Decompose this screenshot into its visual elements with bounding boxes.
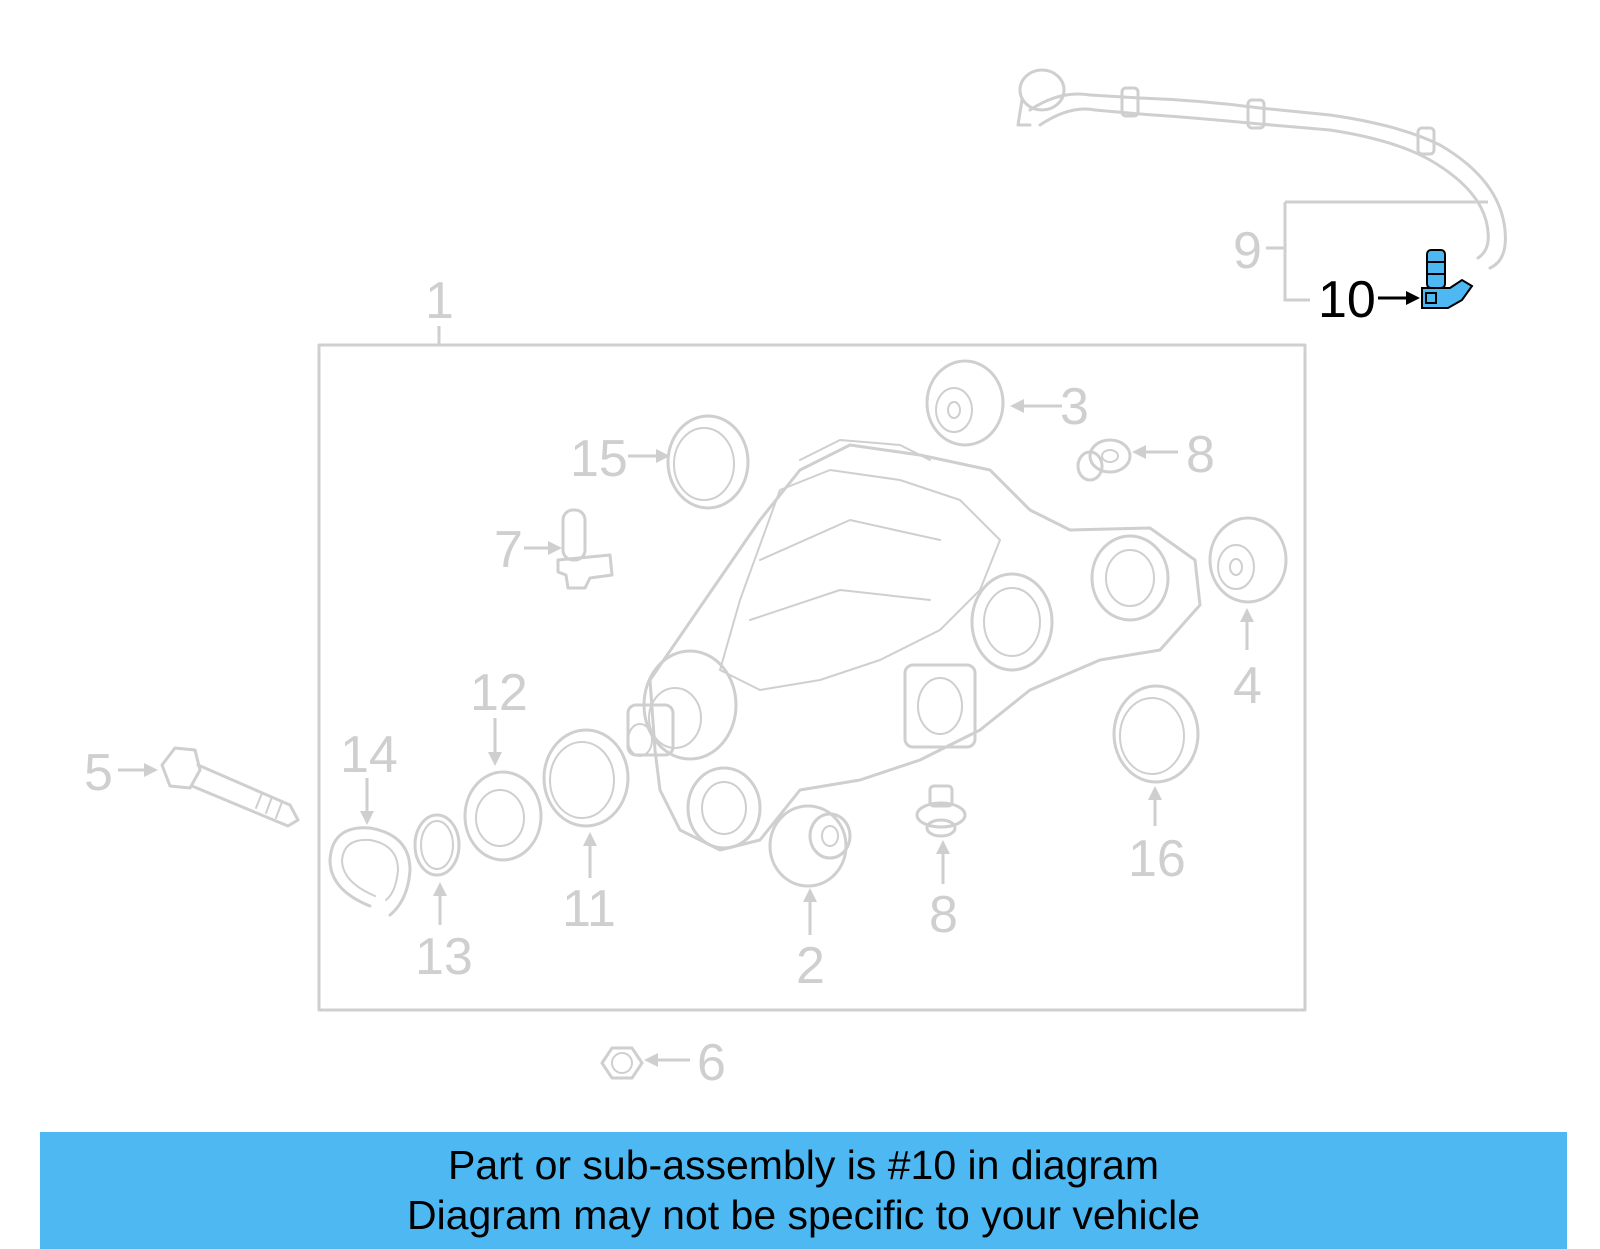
part-6-nut <box>600 1046 644 1080</box>
part-5-bolt <box>160 746 300 828</box>
part-2-bushing <box>768 804 852 888</box>
callout-10[interactable]: 10 <box>1318 271 1376 329</box>
part-12-seal <box>463 770 543 862</box>
part-11-seal <box>542 728 630 828</box>
differential-housing <box>626 439 1202 852</box>
part-3-bushing <box>925 359 1005 447</box>
callout-7[interactable]: 7 <box>494 521 523 579</box>
callout-8-upper[interactable]: 8 <box>1186 426 1215 484</box>
banner-line-2: Diagram may not be specific to your vehi… <box>406 1192 1200 1238</box>
part-9-vent-hose <box>1016 68 1507 270</box>
callout-14[interactable]: 14 <box>340 726 398 784</box>
parts-diagram: 1 2 3 <box>84 68 1507 1092</box>
part-4-bushing <box>1208 516 1288 604</box>
callout-13[interactable]: 13 <box>415 928 473 986</box>
callout-1[interactable]: 1 <box>425 272 454 330</box>
part-8-plug-upper <box>1076 438 1132 482</box>
callout-16[interactable]: 16 <box>1128 830 1186 888</box>
part-15-seal <box>666 414 750 510</box>
assembly-box <box>317 343 1307 1012</box>
part-14-snap-ring <box>328 826 412 917</box>
callout-15[interactable]: 15 <box>570 430 628 488</box>
callout-6[interactable]: 6 <box>697 1034 726 1092</box>
part-16-seal <box>1112 684 1200 784</box>
callout-4[interactable]: 4 <box>1233 657 1262 715</box>
part-8-plug-lower <box>915 784 967 838</box>
callout-2[interactable]: 2 <box>796 937 825 995</box>
callout-12[interactable]: 12 <box>470 664 528 722</box>
part-13-o-ring <box>413 813 461 877</box>
callout-8-lower[interactable]: 8 <box>929 886 958 944</box>
callout-9[interactable]: 9 <box>1233 222 1262 280</box>
callout-5[interactable]: 5 <box>84 744 113 802</box>
part-10-fitting-highlighted[interactable] <box>1421 249 1474 309</box>
callout-11[interactable]: 11 <box>562 880 616 938</box>
part-7-vent <box>556 508 614 590</box>
callout-3[interactable]: 3 <box>1060 378 1089 436</box>
info-banner: Part or sub-assembly is #10 in diagram D… <box>40 1132 1567 1249</box>
banner-line-1: Part or sub-assembly is #10 in diagram <box>448 1142 1159 1188</box>
